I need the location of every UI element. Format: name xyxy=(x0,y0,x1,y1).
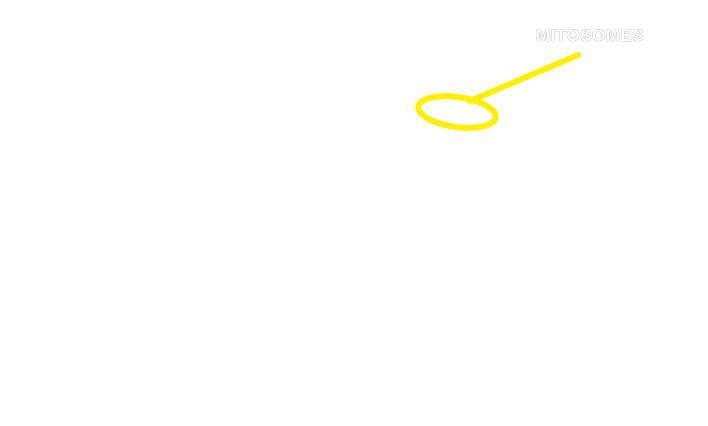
callout-pointer-line xyxy=(467,52,581,104)
callout-label: MITOSOMES xyxy=(535,26,645,45)
callout-highlight-ellipse xyxy=(415,93,499,131)
